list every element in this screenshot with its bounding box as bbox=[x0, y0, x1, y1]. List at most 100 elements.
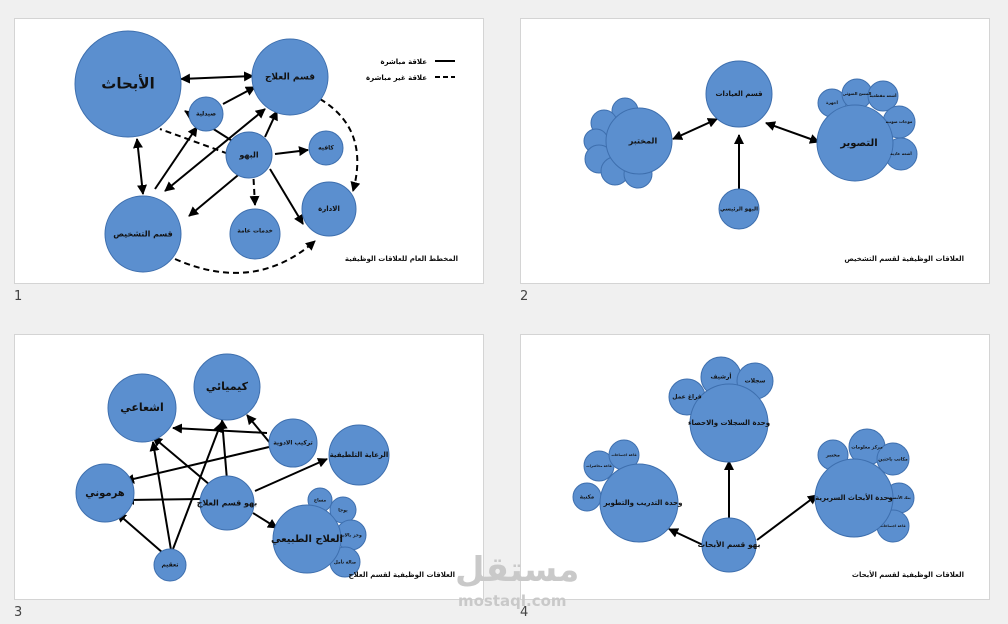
node-chemical[interactable] bbox=[193, 353, 261, 421]
node-main-lobby[interactable] bbox=[718, 188, 760, 230]
node-pharmacy[interactable] bbox=[188, 96, 224, 132]
edge-pharmacy-treatment bbox=[222, 86, 256, 105]
label-main-lobby: البهو الرئيسي bbox=[720, 207, 758, 213]
node-lobby[interactable] bbox=[701, 517, 757, 573]
label-services: خدمات عامة bbox=[237, 228, 273, 235]
edge-lobby-radiation bbox=[152, 436, 211, 486]
node-palliative[interactable] bbox=[328, 424, 390, 486]
label-drug-comp: تركيب الادوية bbox=[273, 440, 313, 447]
edge-research-treatment bbox=[180, 71, 254, 84]
node-cafeteria[interactable] bbox=[308, 130, 344, 166]
diagram-2: قسم العيادات المختبر التصوير البهو الرئي… bbox=[583, 60, 964, 263]
small-label: قاعة اجتماعات bbox=[880, 524, 906, 528]
small-label: مكتبة bbox=[580, 494, 594, 501]
label-labs: المختبر bbox=[628, 137, 658, 146]
label-lobby: بهو قسم العلاج bbox=[197, 499, 258, 508]
edge-diagnosis-pharmacy bbox=[154, 126, 198, 190]
slide-caption: المخطط العام للعلاقات الوظيفية bbox=[345, 255, 458, 263]
edge-diagnosis-admin bbox=[174, 240, 316, 274]
edge-lobby-diagnosis bbox=[188, 170, 244, 217]
small-label: مختبر bbox=[825, 453, 840, 459]
node-radiation[interactable] bbox=[107, 373, 177, 443]
label-chemical: كيميائي bbox=[206, 380, 249, 393]
node-admin[interactable] bbox=[301, 181, 357, 237]
label-diagnosis: قسم التشخيص bbox=[113, 230, 173, 240]
small-label: موجات صوتية bbox=[886, 119, 913, 124]
small-label: قاعة محاضرات bbox=[586, 464, 612, 468]
label-palliative: الرعاية التلطيفية bbox=[330, 451, 389, 459]
edge-lobby-cafe bbox=[274, 146, 309, 157]
edge-lobby-chemical bbox=[217, 419, 228, 481]
label-pharmacy: صيدلية bbox=[196, 111, 216, 118]
label-records: وحدة السجلات والاحصاء bbox=[688, 419, 770, 427]
small-label: سجلات bbox=[745, 378, 766, 385]
slide-4[interactable]: وحدة السجلات والاحصاء وحدة التدريب والتط… bbox=[520, 334, 990, 600]
edge-sterile-hormonal bbox=[116, 512, 164, 554]
slide-3[interactable]: كيميائي اشعاعي هرموني تركيب الادوية الرع… bbox=[14, 334, 484, 600]
node-training[interactable] bbox=[599, 463, 679, 543]
node-imaging[interactable] bbox=[816, 104, 894, 182]
edge-treatment-admin bbox=[319, 98, 361, 192]
edge-drug-hormonal bbox=[124, 446, 270, 484]
small-label: صالة تأمل bbox=[334, 559, 356, 566]
node-hormonal[interactable] bbox=[75, 463, 135, 523]
slide-number: 4 bbox=[520, 605, 529, 620]
slide-2[interactable]: قسم العيادات المختبر التصوير البهو الرئي… bbox=[520, 18, 990, 284]
label-research: الأبحاث bbox=[101, 75, 154, 93]
node-lobby[interactable] bbox=[225, 131, 273, 179]
node-sterile[interactable] bbox=[153, 548, 187, 582]
slide-number: 3 bbox=[14, 605, 23, 620]
node-treatment[interactable] bbox=[251, 38, 329, 116]
small-label: أشعة عادية bbox=[890, 151, 912, 156]
node-records[interactable] bbox=[689, 383, 769, 463]
small-label: مركز معلومات bbox=[851, 445, 883, 451]
small-label: وخز بالابر bbox=[339, 534, 362, 539]
edge-lobby-clinical bbox=[756, 494, 818, 541]
label-hormonal: هرموني bbox=[85, 488, 125, 499]
legend-direct-label: علاقة مباشرة bbox=[380, 58, 427, 66]
node-clinical[interactable] bbox=[814, 458, 894, 538]
small-label: أرشيف bbox=[710, 373, 731, 381]
edge-lobby-research-dashed bbox=[159, 128, 238, 158]
edge-lobby-training bbox=[668, 528, 704, 546]
slide-caption: العلاقات الوظيفية لقسم التشخيص bbox=[844, 255, 964, 263]
small-label: قاعة اجتماعات bbox=[611, 453, 637, 457]
diagram-4: وحدة السجلات والاحصاء وحدة التدريب والتط… bbox=[572, 356, 964, 579]
label-clinics: قسم العيادات bbox=[715, 90, 763, 98]
label-lobby: بهو قسم الأبحاث bbox=[698, 540, 761, 549]
slide-number: 2 bbox=[520, 289, 529, 304]
edge-sterile-radiation bbox=[149, 441, 172, 551]
label-treatment: قسم العلاج bbox=[265, 73, 315, 83]
slide-caption: العلاقات الوظيفية لقسم الأبحاث bbox=[852, 570, 964, 579]
label-cafeteria: كافيه bbox=[318, 145, 334, 152]
label-sterile: تعقيم bbox=[161, 562, 178, 569]
edge-labs-clinics bbox=[672, 118, 718, 140]
small-label: مساج bbox=[314, 499, 327, 504]
small-label: يوجا bbox=[338, 509, 348, 514]
edge-lobby-services bbox=[249, 168, 260, 206]
edge-clinics-imaging bbox=[765, 121, 820, 144]
edge-lobby-palliative bbox=[254, 458, 328, 492]
diagram-3: كيميائي اشعاعي هرموني تركيب الادوية الرع… bbox=[75, 353, 455, 582]
node-lobby[interactable] bbox=[199, 475, 255, 531]
edge-drug-chemical bbox=[246, 414, 271, 444]
node-diagnosis[interactable] bbox=[104, 195, 182, 273]
slide-number: 1 bbox=[14, 289, 23, 304]
node-drug-comp[interactable] bbox=[268, 418, 318, 468]
edge-research-diagnosis bbox=[133, 138, 147, 195]
label-lobby: البهو bbox=[238, 151, 259, 160]
node-clinics[interactable] bbox=[705, 60, 773, 128]
small-label: بنك الأنسجة bbox=[887, 495, 911, 500]
node-research[interactable] bbox=[74, 30, 182, 138]
diagram-1: الأبحاث قسم العلاج صيدلية البهو كافيه قس… bbox=[74, 30, 458, 274]
slide-1[interactable]: الأبحاث قسم العلاج صيدلية البهو كافيه قس… bbox=[14, 18, 484, 284]
node-physical[interactable] bbox=[272, 504, 342, 574]
label-training: وحدة التدريب والتطوير bbox=[603, 499, 683, 507]
node-services[interactable] bbox=[229, 208, 281, 260]
watermark-latin: mostaql.com bbox=[458, 592, 567, 610]
label-physical: العلاج الطبيعي bbox=[271, 534, 343, 545]
legend-indirect-label: علاقة غير مباشرة bbox=[366, 74, 427, 82]
edge-lobby-admin bbox=[269, 168, 304, 225]
node-labs[interactable] bbox=[605, 107, 673, 175]
edge-lobby-treatment bbox=[264, 110, 278, 138]
